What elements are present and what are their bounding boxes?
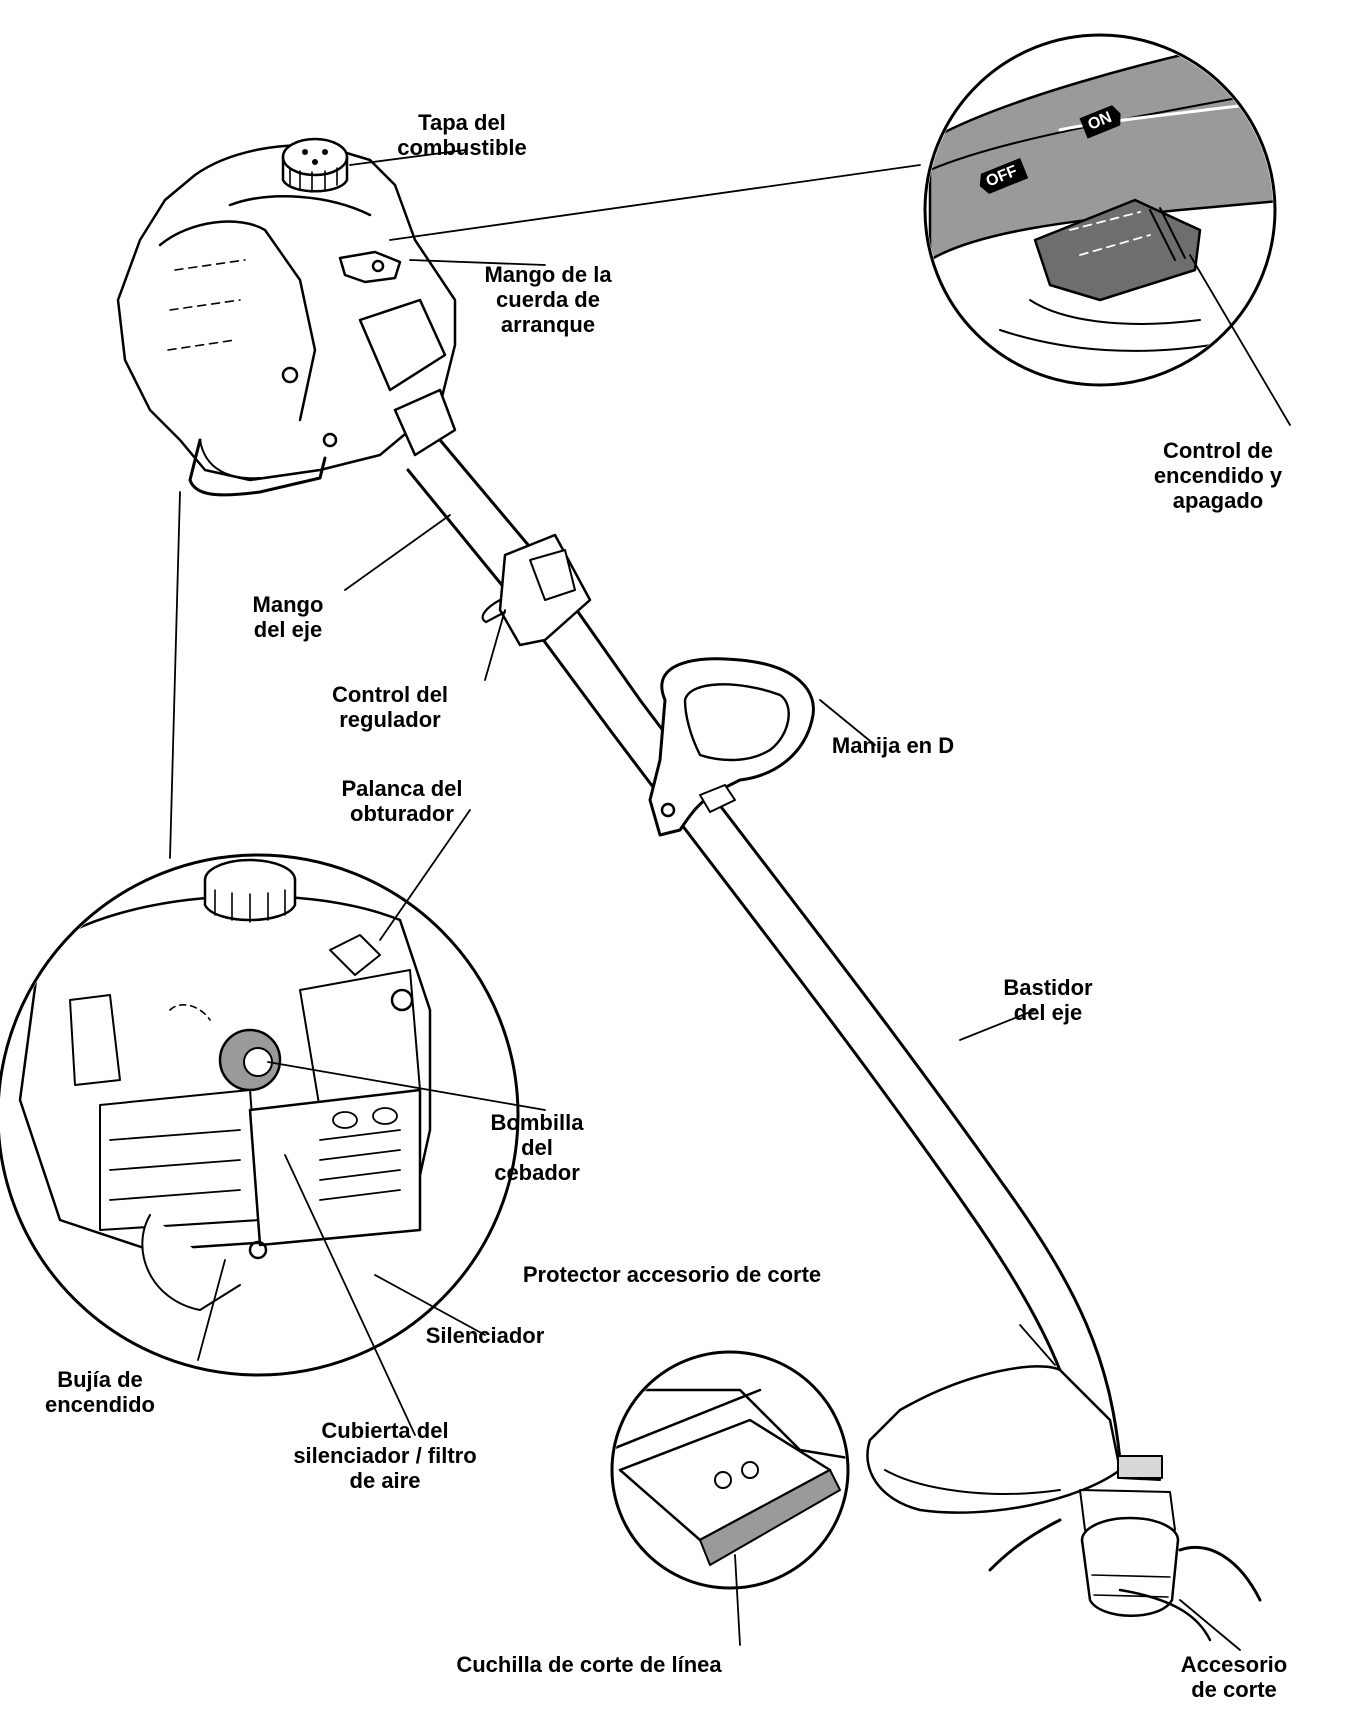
label-spark-plug: Bujía de encendido	[45, 1367, 155, 1417]
label-line: Bombilla	[490, 1110, 584, 1135]
label-line: Tapa del	[418, 110, 506, 135]
blade-detail-circle	[610, 1350, 850, 1590]
switch-detail-circle	[923, 33, 1277, 387]
label-line: cuerda de	[496, 287, 600, 312]
label-primer-bulb: Bombilla del cebador	[491, 1110, 584, 1185]
label-line: del	[521, 1135, 553, 1160]
label-choke-lever: Palanca del obturador	[341, 776, 462, 826]
label-line: apagado	[1172, 488, 1264, 513]
label-line: cebador	[494, 1160, 580, 1185]
label-line: regulador	[339, 707, 441, 732]
label-line: Mango de la	[484, 262, 612, 287]
label-muffler: Silenciador	[426, 1323, 545, 1348]
label-line: Accesorio	[1180, 1652, 1288, 1677]
label-on-off-control: Control de encendido y apagado	[1154, 438, 1282, 513]
leader-lines	[169, 149, 1291, 1651]
label-line: combustible	[397, 135, 527, 160]
label-line: de corte	[1191, 1677, 1277, 1702]
engine-detail-circle	[0, 853, 520, 1377]
label-cutting-attachment: Accesorio de corte	[1181, 1652, 1287, 1702]
label-line: Palanca del	[341, 776, 463, 801]
label-line: Protector accesorio de corte	[522, 1262, 822, 1287]
label-line: de aire	[349, 1468, 421, 1493]
label-line: del eje	[1013, 1000, 1083, 1025]
label-d-handle: Manija en D	[832, 733, 954, 758]
label-line: arranque	[500, 312, 596, 337]
label-line: Control de	[1162, 438, 1273, 463]
label-line: Bastidor	[1003, 975, 1093, 1000]
label-line: Control del	[331, 682, 449, 707]
throttle-housing	[481, 533, 592, 647]
label-line: obturador	[350, 801, 454, 826]
label-muffler-cover: Cubierta del silenciador / filtro de air…	[293, 1418, 476, 1493]
label-line: silenciador / filtro	[293, 1443, 477, 1468]
label-line: Mango	[252, 592, 324, 617]
label-starter-handle: Mango de la cuerda de arranque	[484, 262, 611, 337]
label-shaft-handle: Mango del eje	[253, 592, 324, 642]
label-line: Cubierta del	[321, 1418, 449, 1443]
d-handle-shape	[648, 657, 815, 837]
label-line: Silenciador	[425, 1323, 545, 1348]
label-shaft-housing: Bastidor del eje	[1003, 975, 1092, 1025]
label-line: Manija en D	[831, 733, 955, 758]
label-fuel-cap: Tapa del combustible	[397, 110, 527, 160]
label-guard: Protector accesorio de corte	[523, 1262, 821, 1287]
engine-housing	[116, 137, 457, 497]
label-throttle-control: Control del regulador	[332, 682, 448, 732]
cutting-head-shape	[866, 1365, 1262, 1642]
label-line: encendido y	[1153, 463, 1283, 488]
label-line-blade: Cuchilla de corte de línea	[456, 1652, 721, 1677]
label-line: Cuchilla de corte de línea	[456, 1652, 722, 1677]
label-line: encendido	[44, 1392, 155, 1417]
label-line: Bujía de	[57, 1367, 143, 1392]
label-line: del eje	[253, 617, 323, 642]
